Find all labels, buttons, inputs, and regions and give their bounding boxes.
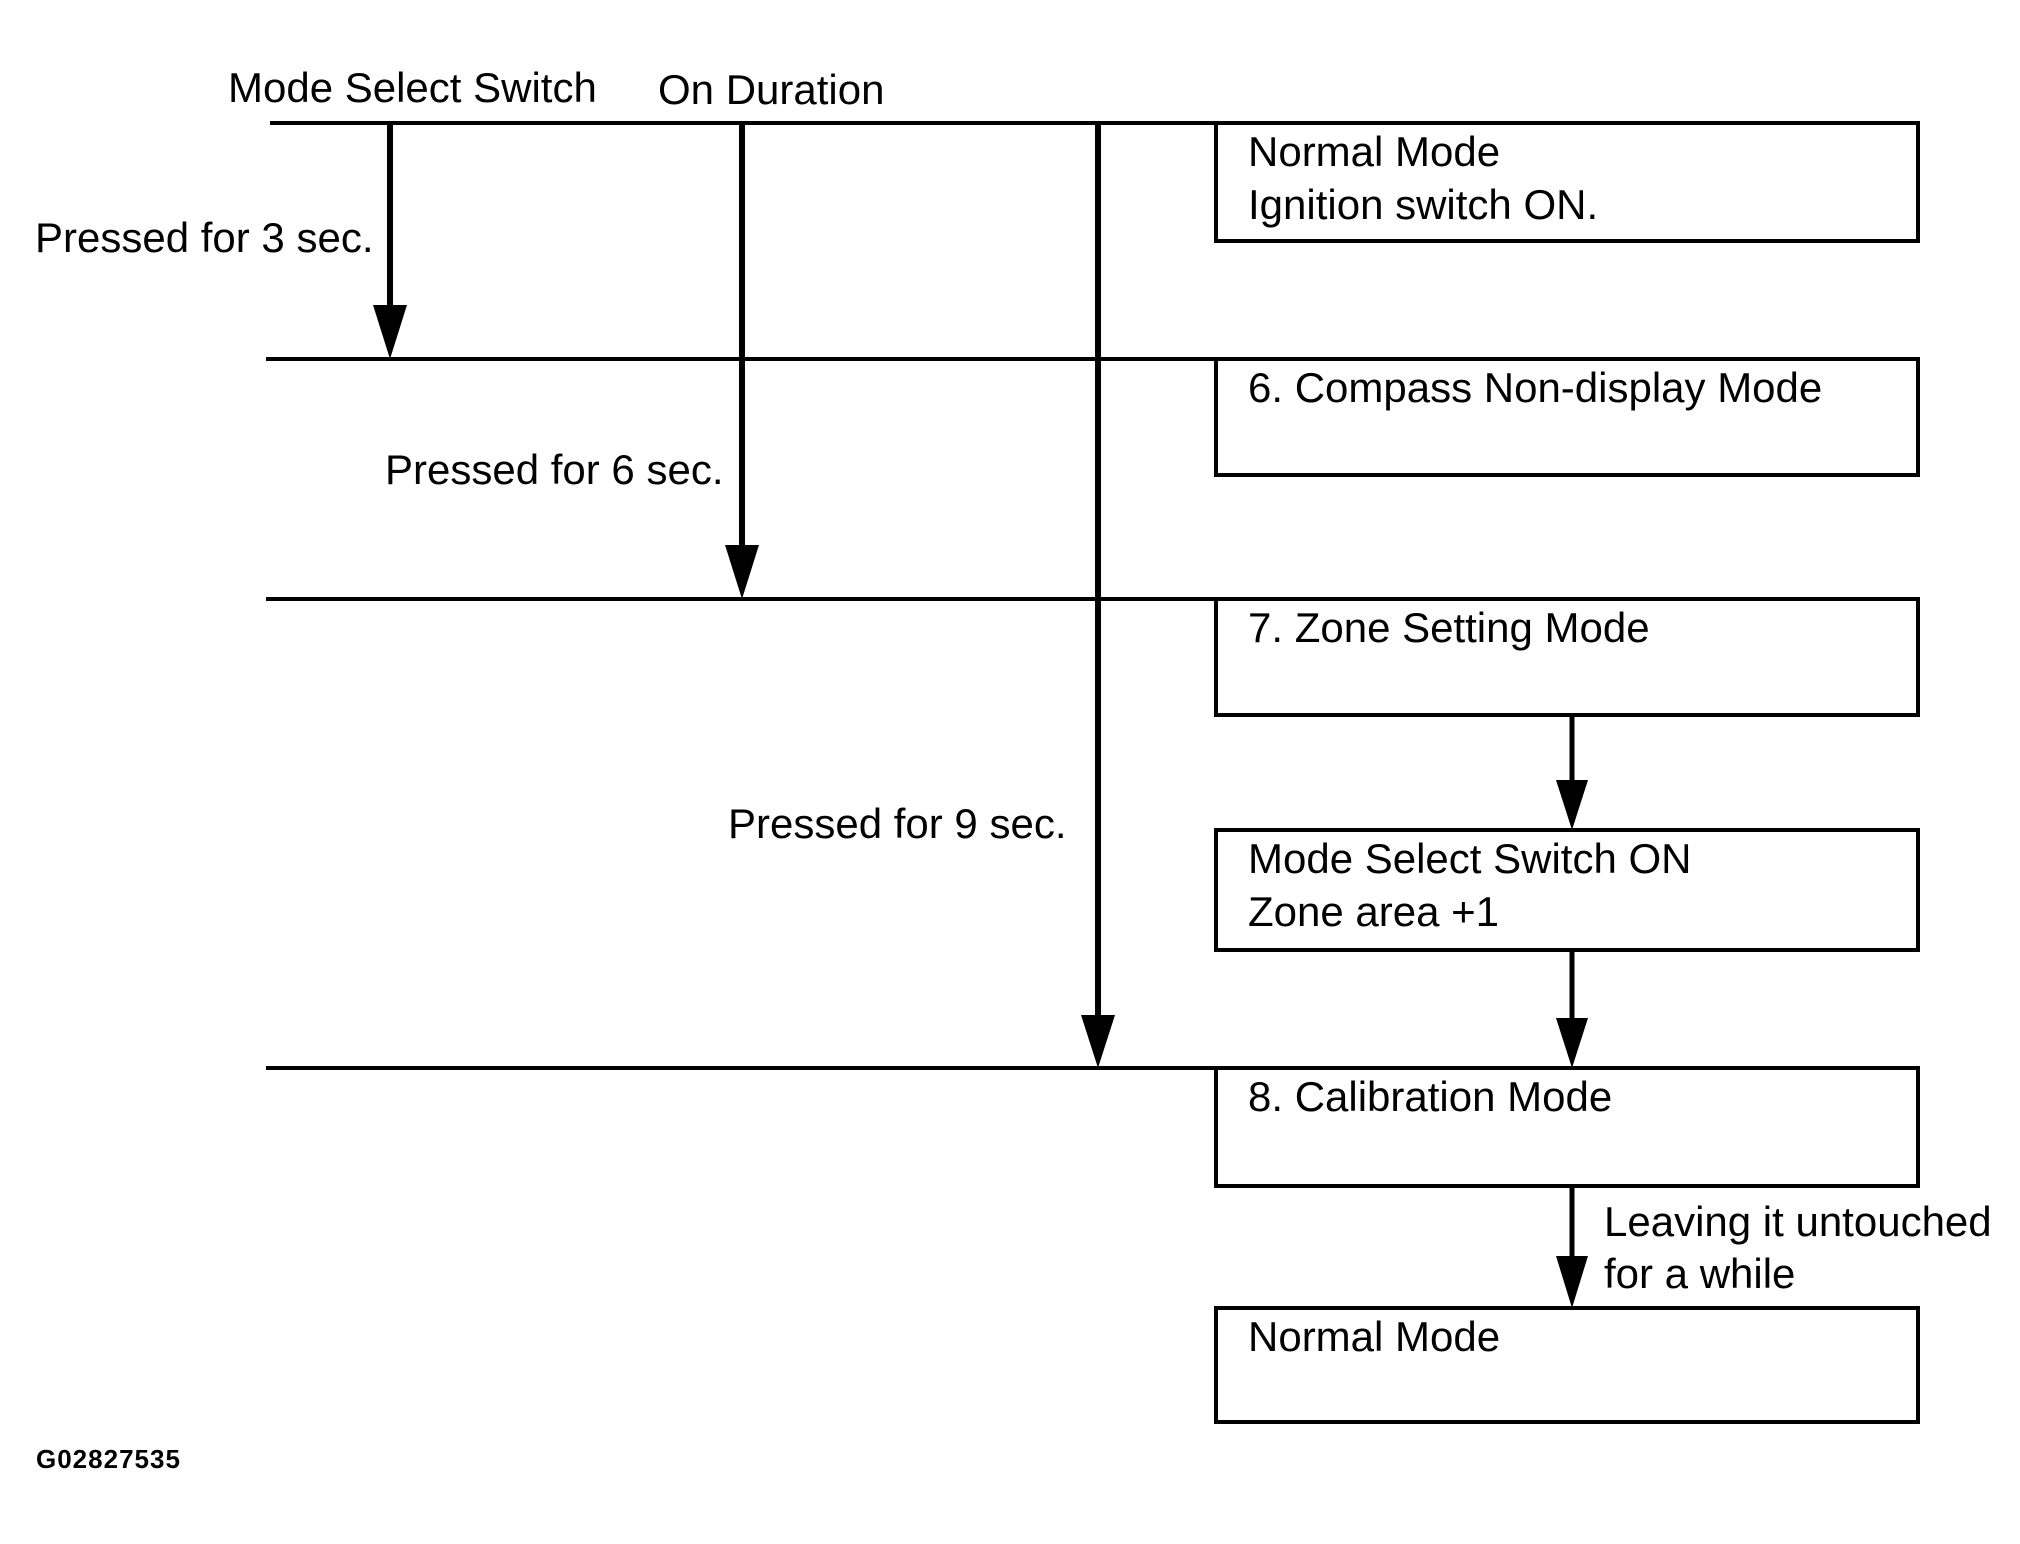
- arrow-pressed-3-sec: [373, 125, 407, 359]
- box-mode-select-on-line2: Zone area +1: [1248, 888, 1500, 935]
- box-mode-select-on-line1: Mode Select Switch ON: [1248, 835, 1692, 882]
- box-normal-mode-end-line1: Normal Mode: [1248, 1313, 1501, 1360]
- box-zone-setting-mode: 7. Zone Setting Mode: [1214, 597, 1920, 717]
- column-header-on-duration: On Duration: [658, 66, 885, 113]
- transition-note: Leaving it untouched for a while: [1604, 1196, 1992, 1300]
- arrow-mode-select-to-calibration: [1556, 952, 1588, 1068]
- box-normal-mode-start-line2: Ignition switch ON.: [1248, 181, 1599, 228]
- figure-id: G02827535: [36, 1444, 181, 1474]
- box-calibration-mode: 8. Calibration Mode: [1214, 1066, 1920, 1188]
- arrow-pressed-9-sec: [1081, 125, 1115, 1068]
- arrow-zone-setting-to-mode-select: [1556, 717, 1588, 830]
- transition-note-line2: for a while: [1604, 1250, 1796, 1297]
- box-compass-non-display-line1: 6. Compass Non-display Mode: [1248, 364, 1823, 411]
- arrow-pressed-6-sec: [725, 125, 759, 599]
- box-calibration-line1: 8. Calibration Mode: [1248, 1073, 1613, 1120]
- box-compass-non-display-mode: 6. Compass Non-display Mode: [1214, 357, 1920, 477]
- box-normal-mode-start-line1: Normal Mode: [1248, 128, 1501, 175]
- box-mode-select-switch-on: Mode Select Switch ON Zone area +1: [1214, 828, 1920, 952]
- label-pressed-9-sec: Pressed for 9 sec.: [728, 800, 1067, 847]
- label-pressed-6-sec: Pressed for 6 sec.: [385, 446, 724, 493]
- column-header-mode-select-switch: Mode Select Switch: [228, 64, 597, 111]
- arrow-calibration-to-normal: [1556, 1188, 1588, 1308]
- box-normal-mode-end: Normal Mode: [1214, 1306, 1920, 1424]
- box-normal-mode-start: Normal Mode Ignition switch ON.: [1214, 121, 1920, 243]
- box-zone-setting-line1: 7. Zone Setting Mode: [1248, 604, 1650, 651]
- label-pressed-3-sec: Pressed for 3 sec.: [35, 214, 374, 261]
- transition-note-line1: Leaving it untouched: [1604, 1198, 1992, 1245]
